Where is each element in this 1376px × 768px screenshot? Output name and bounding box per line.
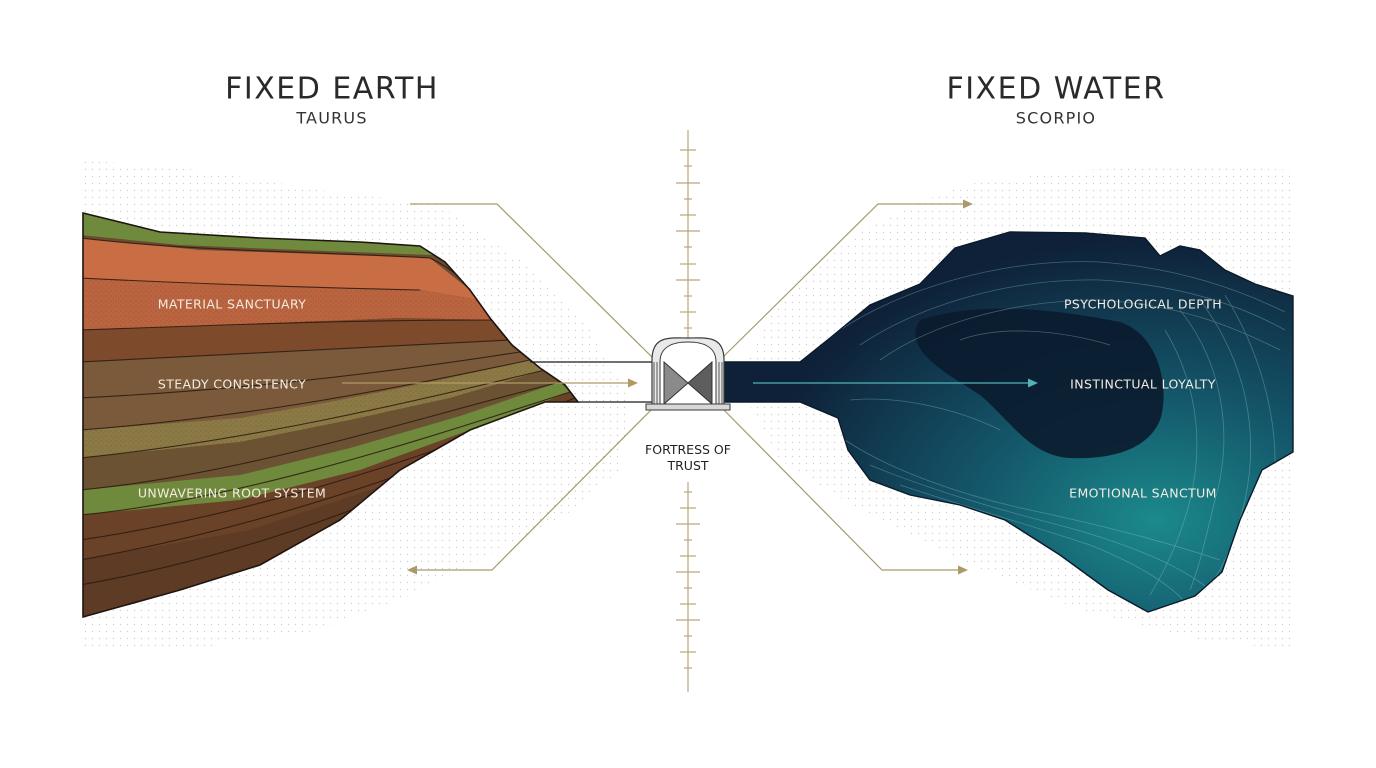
water-title: FIXED WATER: [946, 71, 1166, 107]
channel-lines: [530, 361, 652, 403]
earth-layer-label: STEADY CONSISTENCY: [157, 376, 307, 392]
earth-layer-label: UNWAVERING ROOT SYSTEM: [137, 485, 327, 501]
fortress-label-line2: TRUST: [667, 458, 709, 473]
central-axis: [676, 130, 700, 692]
water-flow-arrow: [753, 378, 1038, 388]
diagonal-connectors: [410, 203, 965, 571]
fortress-label-line1: FORTRESS OF: [645, 442, 731, 457]
fortress-gate-icon: [645, 337, 731, 411]
fortress-label: FORTRESS OF TRUST: [645, 442, 731, 474]
water-subtitle: SCORPIO: [1015, 108, 1097, 128]
arrow-heads: [407, 199, 973, 575]
earth-layer-label: MATERIAL SANCTUARY: [157, 296, 307, 312]
arrow-right-earth-icon: [628, 378, 638, 388]
water-layer-label: PSYCHOLOGICAL DEPTH: [1063, 296, 1223, 312]
water-layer-label: INSTINCTUAL LOYALTY: [1070, 376, 1216, 392]
arrow-left-bottom-icon: [407, 565, 417, 575]
earth-title: FIXED EARTH: [225, 71, 439, 107]
earth-flow-arrow: [342, 378, 638, 388]
earth-subtitle: TAURUS: [296, 108, 368, 128]
arrow-right-water-icon: [1028, 378, 1038, 388]
water-layer-label: EMOTIONAL SANCTUM: [1069, 485, 1217, 501]
arrow-right-bottom-icon: [958, 565, 968, 575]
arrow-right-top-icon: [963, 199, 973, 209]
